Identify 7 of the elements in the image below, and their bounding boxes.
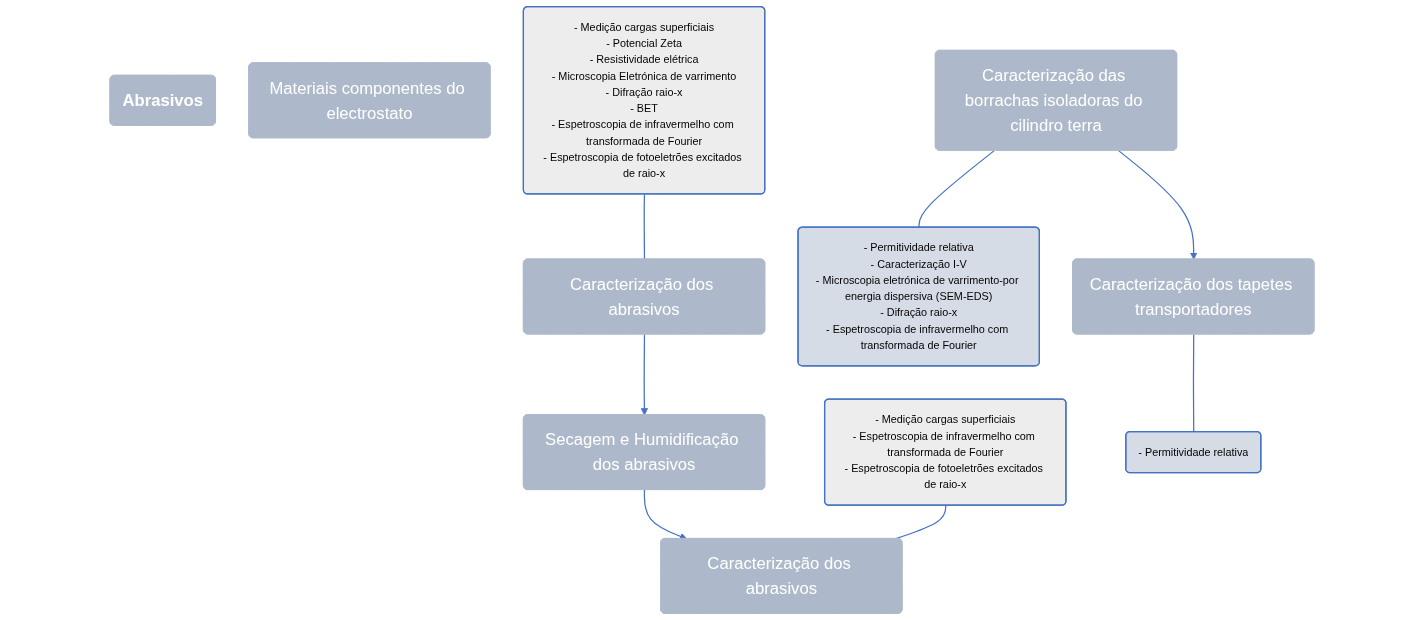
arrow [1117, 150, 1198, 260]
arrow [643, 489, 688, 540]
connector [894, 504, 947, 540]
connector [643, 193, 646, 261]
connector [1192, 333, 1195, 433]
connector [918, 150, 995, 229]
arrow [640, 333, 649, 416]
